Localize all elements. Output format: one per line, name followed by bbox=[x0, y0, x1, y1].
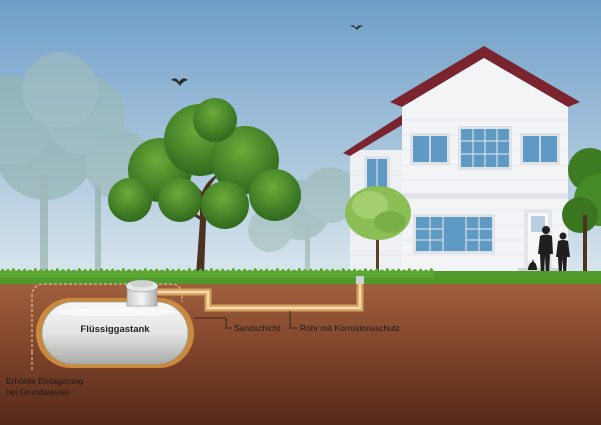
window bbox=[458, 126, 512, 170]
bird-icon bbox=[350, 25, 363, 30]
bird-icon bbox=[171, 78, 188, 86]
window bbox=[413, 214, 495, 254]
sand-layer-label: Sandschicht bbox=[234, 323, 281, 333]
window bbox=[410, 133, 450, 165]
small-tree bbox=[345, 186, 411, 275]
tank-label: Flüssiggastank bbox=[80, 324, 150, 335]
people-silhouettes bbox=[528, 226, 570, 276]
tree-right bbox=[562, 148, 601, 275]
window bbox=[520, 133, 560, 165]
lpg-tank bbox=[41, 301, 189, 365]
groundwater-label-line1: Erhöhte Einlagerung bbox=[6, 376, 84, 386]
window bbox=[364, 156, 390, 192]
gas-pipe bbox=[155, 276, 364, 312]
groundwater-callout: Erhöhte Einlagerung bei Grundwasser bbox=[6, 352, 84, 397]
tank-dome bbox=[125, 279, 159, 307]
pipe-label: Rohr mit Korrosionsschutz bbox=[300, 323, 400, 333]
pipe-callout: Rohr mit Korrosionsschutz bbox=[289, 311, 400, 333]
large-tree bbox=[108, 98, 301, 275]
groundwater-label-line2: bei Grundwasser bbox=[6, 387, 70, 397]
sand-layer-callout: Sandschicht bbox=[194, 317, 281, 333]
